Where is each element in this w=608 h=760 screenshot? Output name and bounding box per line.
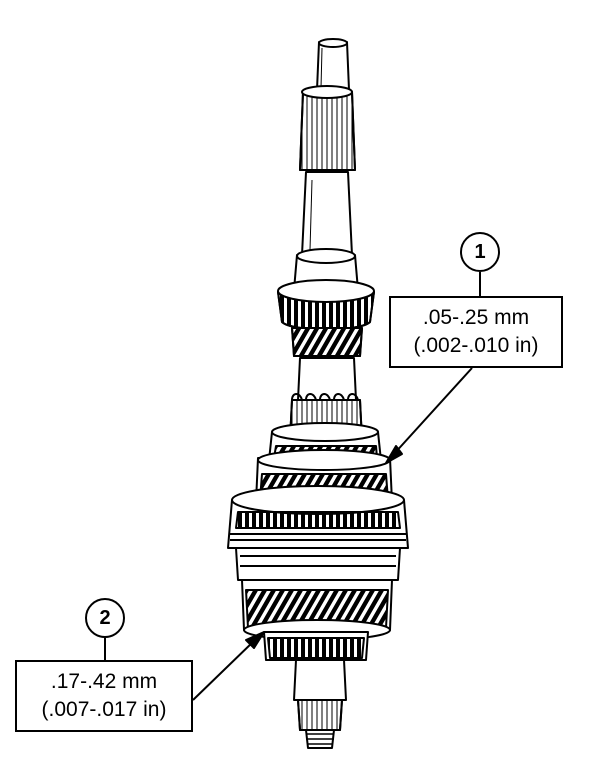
callout-2-arrowhead: [245, 631, 265, 649]
clearance-spec-box-2: .17-.42 mm (.007-.017 in): [15, 660, 193, 732]
upper-shaft-splines: [299, 85, 356, 171]
lower-bearing: [263, 631, 369, 661]
callout-1-arrowhead: [385, 445, 403, 464]
clearance-2-metric: .17-.42 mm: [50, 670, 158, 693]
upper-bearing: [277, 279, 375, 331]
clearance-2-imperial: (.007-.017 in): [41, 698, 167, 721]
lower-shaft: [293, 659, 347, 749]
shaft-top-end: [316, 38, 350, 91]
clearance-spec-box-1: .05-.25 mm (.002-.010 in): [389, 296, 563, 368]
main-shaft: [301, 171, 353, 256]
callout-number-2: 2: [85, 598, 125, 638]
upper-small-gear: [291, 327, 363, 357]
callout-2-leader: [104, 631, 265, 701]
clearance-1-imperial: (.002-.010 in): [413, 334, 539, 357]
callout-1-leader: [385, 272, 481, 464]
clearance-1-metric: .05-.25 mm: [422, 306, 530, 329]
synchronizer-assembly: [227, 485, 409, 581]
callout-number-1: 1: [460, 232, 500, 272]
